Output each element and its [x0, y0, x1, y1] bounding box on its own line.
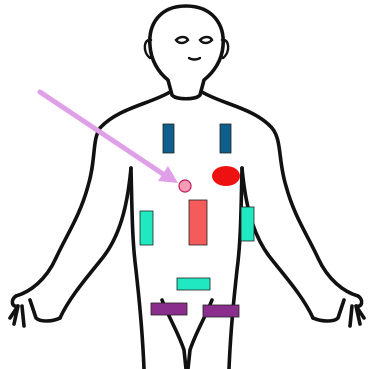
- right-purple-bar-marker: [203, 305, 239, 317]
- left-eye: [176, 37, 188, 43]
- markers-layer: [140, 124, 254, 317]
- left-side-teal-pad-marker: [140, 211, 153, 245]
- left-hip: [131, 168, 144, 369]
- left-inner-arm: [60, 168, 131, 318]
- center-salmon-bar-marker: [189, 200, 207, 245]
- lower-teal-bar-marker: [177, 278, 210, 290]
- red-oval-marker: [212, 166, 240, 186]
- right-inner-arm: [242, 168, 313, 318]
- torso-right-outline: [202, 92, 358, 296]
- mouth: [189, 58, 200, 60]
- left-hand: [10, 296, 60, 326]
- right-hip: [229, 168, 242, 369]
- left-purple-bar-marker: [151, 303, 187, 315]
- pointer-arrow: [40, 92, 178, 183]
- upper-left-blue-bar-marker: [163, 124, 174, 153]
- upper-right-blue-bar-marker: [220, 124, 231, 153]
- pink-circle-marker: [179, 180, 191, 192]
- arrow-shaft: [40, 92, 166, 176]
- torso-left-outline: [16, 92, 170, 296]
- right-eye: [200, 37, 212, 43]
- right-side-teal-pad-marker: [241, 207, 254, 241]
- head-outline: [150, 6, 223, 99]
- right-hand: [313, 296, 364, 326]
